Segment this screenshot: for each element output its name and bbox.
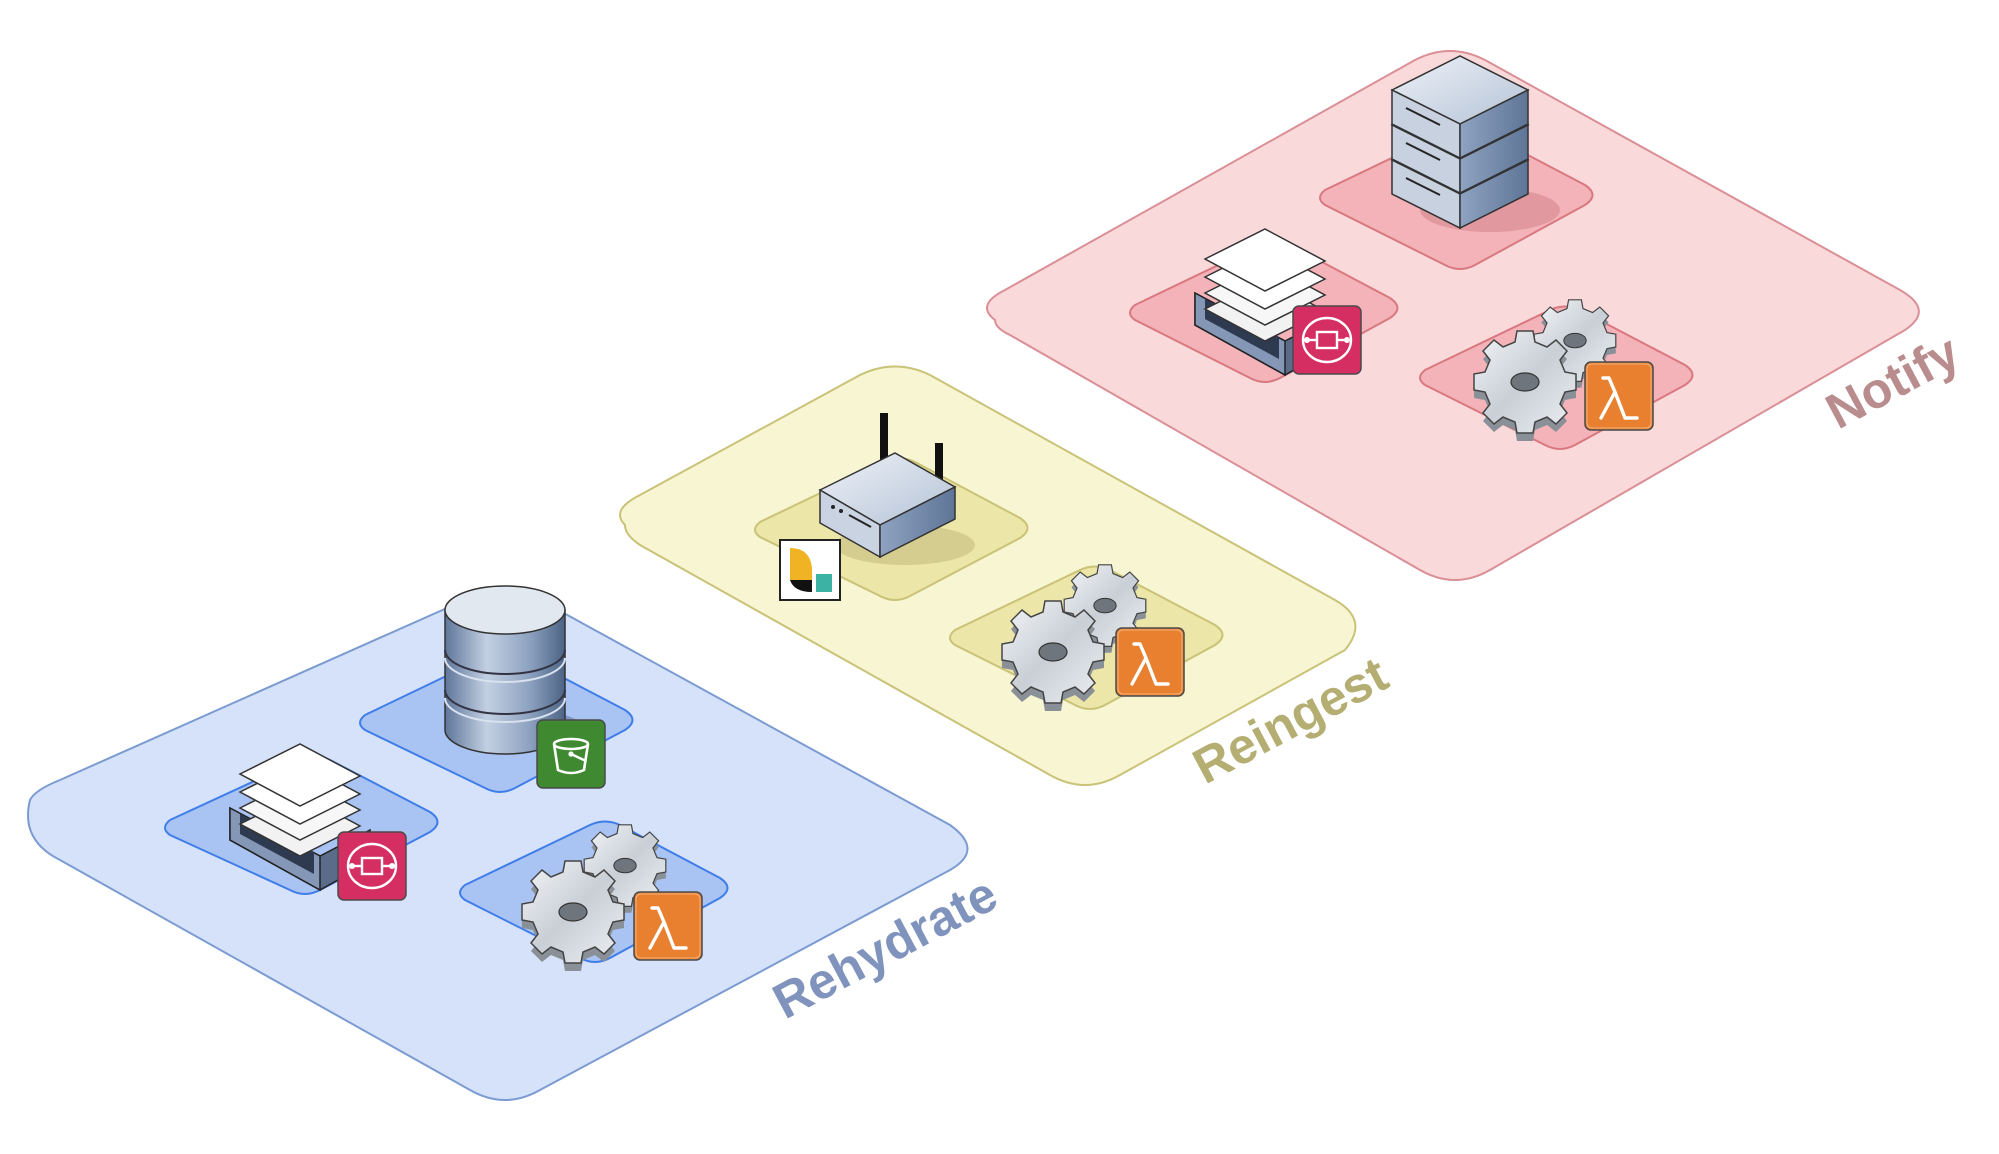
s3-badge-icon	[535, 718, 607, 790]
notify-panel	[986, 50, 1920, 581]
rehydrate-panel	[27, 589, 969, 1101]
reingest-lambda-badge-icon	[1114, 626, 1186, 698]
sqs-badge-icon	[336, 830, 408, 902]
group-reingest: Reingest	[619, 365, 1397, 795]
notify-sqs-badge-icon	[1291, 304, 1363, 376]
server-stack-icon	[1390, 55, 1560, 232]
elasticsearch-node-icon	[818, 413, 975, 565]
notify-lambda-badge-icon	[1583, 360, 1655, 432]
lambda-badge-icon	[632, 890, 704, 962]
elastic-logo-icon	[779, 539, 841, 601]
group-notify: Notify	[986, 50, 1968, 581]
database-icon	[444, 585, 585, 755]
